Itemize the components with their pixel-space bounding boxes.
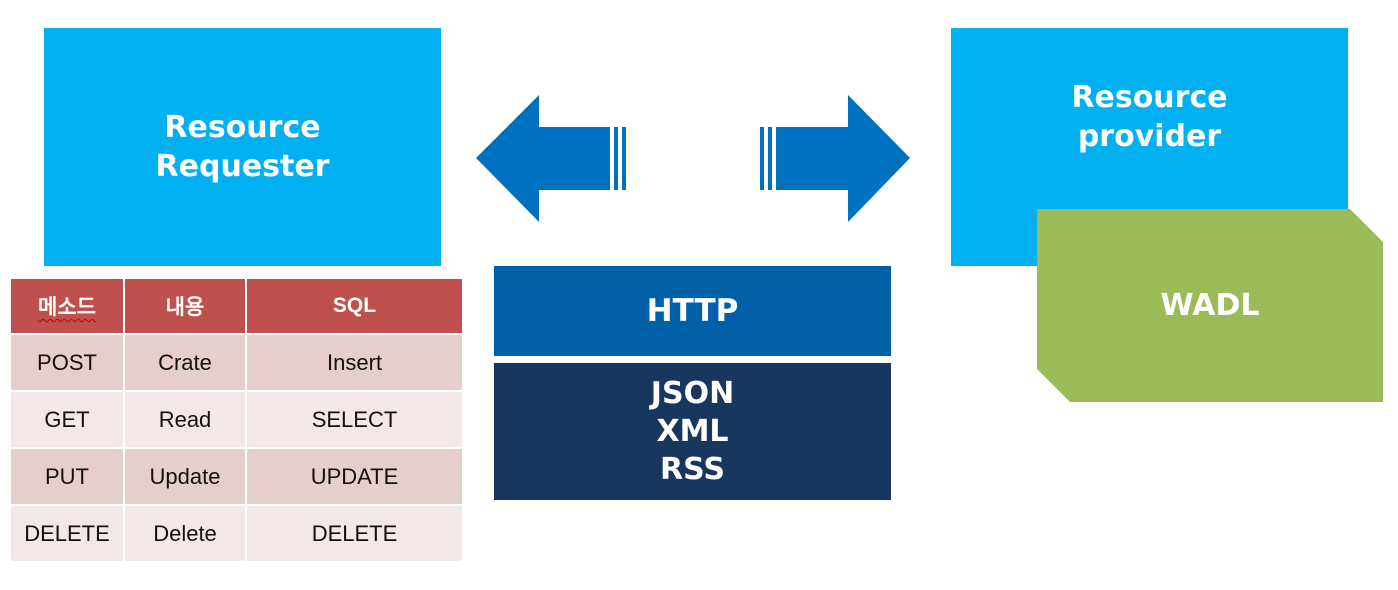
table-cell-sql: DELETE [245, 504, 464, 563]
table-cell-sql: SELECT [245, 390, 464, 449]
http-label: HTTP [646, 293, 739, 329]
format-rss: RSS [660, 451, 725, 487]
table-cell-method: PUT [9, 447, 125, 506]
wadl-shape [1037, 209, 1383, 402]
table-cell-method: DELETE [9, 504, 125, 563]
table-cell-content: Update [123, 447, 247, 506]
header-sql: SQL [245, 277, 464, 335]
provider-label-line2: provider [1077, 119, 1222, 154]
table-row: GET Read SELECT [9, 390, 464, 449]
requester-label-line1: Resource [164, 110, 321, 145]
http-box: HTTP [494, 266, 891, 356]
table-cell-content: Crate [123, 333, 247, 392]
left-arrow-icon [476, 95, 626, 222]
resource-requester-box: Resource Requester [44, 28, 441, 266]
table-cell-method: GET [9, 390, 125, 449]
table-cell-sql: UPDATE [245, 447, 464, 506]
table-cell-content: Read [123, 390, 247, 449]
provider-label: Resource provider [1071, 78, 1227, 156]
table-cell-sql: Insert [245, 333, 464, 392]
formats-box: JSON XML RSS [494, 363, 891, 500]
format-xml: XML [656, 413, 729, 449]
format-json: JSON [650, 375, 735, 411]
header-method: 메소드 [9, 277, 125, 335]
table-row: DELETE Delete DELETE [9, 504, 464, 563]
table-row: POST Crate Insert [9, 333, 464, 392]
requester-label-line2: Requester [155, 149, 330, 184]
table-cell-method: POST [9, 333, 125, 392]
wadl-label: WADL [1160, 288, 1260, 323]
right-arrow-icon [760, 95, 910, 222]
method-mapping-table: 메소드 내용 SQL POST Crate Insert GET Read SE… [9, 277, 464, 563]
table-header-row: 메소드 내용 SQL [9, 277, 464, 335]
table-cell-content: Delete [123, 504, 247, 563]
provider-label-line1: Resource [1071, 80, 1228, 115]
table-row: PUT Update UPDATE [9, 447, 464, 506]
header-content: 내용 [123, 277, 247, 335]
